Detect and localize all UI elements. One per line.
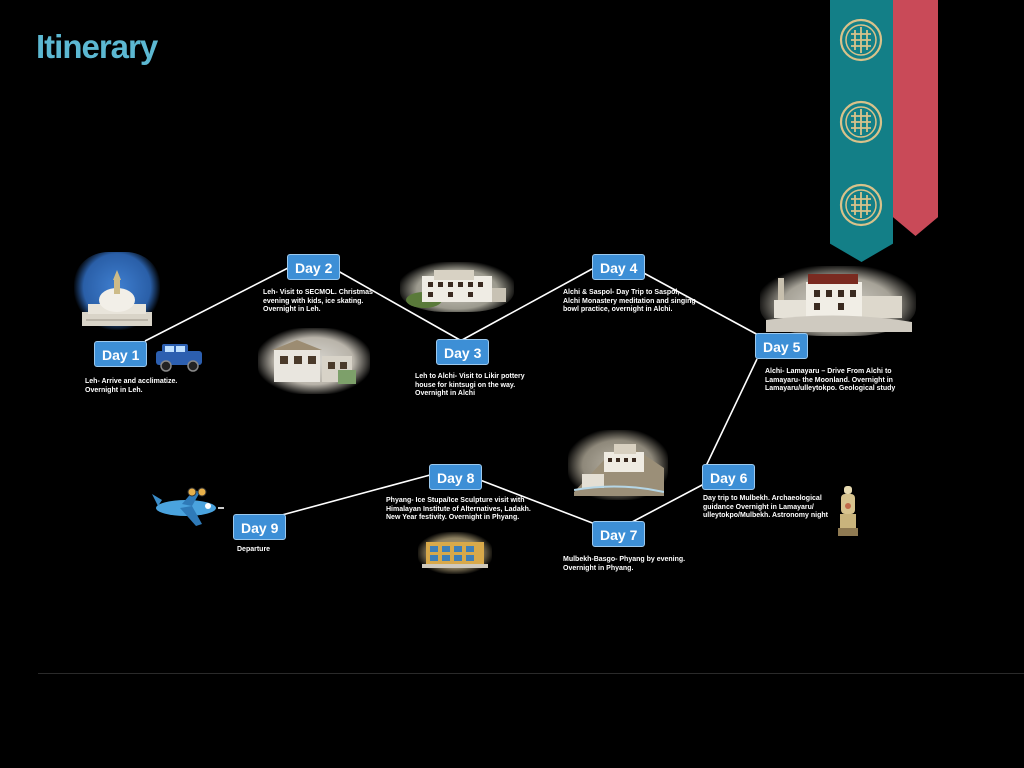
endless-knot-icon (839, 100, 883, 144)
endless-knot-icon (839, 183, 883, 227)
day-2-badge: Day 2 (287, 254, 341, 280)
secmol-building-illustration (272, 340, 356, 384)
day-6-badge: Day 6 (702, 464, 756, 490)
day-4-description: Alchi & Saspol- Day Trip to Saspol,Alchi… (563, 289, 696, 313)
maitreya-statue-illustration (838, 486, 858, 536)
route-line (281, 474, 431, 516)
day-7-description: Mulbekh-Basgo- Phyang by evening.Overnig… (563, 556, 686, 572)
route-line (461, 268, 593, 341)
day-9-description: Departure (237, 546, 271, 553)
route-line (639, 270, 761, 337)
day-8-description: Phyang- Ice Stupa/Ice Sculpture visit wi… (386, 497, 531, 521)
ribbon-banner-red (893, 0, 938, 236)
day-1-badge: Day 1 (94, 341, 148, 367)
day-8-badge: Day 8 (429, 464, 483, 490)
day-4-badge: Day 4 (592, 254, 646, 280)
day-9-badge: Day 9 (233, 514, 287, 540)
jeep-icon (156, 344, 202, 372)
day-5-badge: Day 5 (755, 333, 809, 359)
route-line (705, 358, 758, 467)
endless-knot-icon (839, 18, 883, 62)
day-7-badge: Day 7 (592, 521, 646, 547)
airplane-icon (152, 487, 224, 526)
lamayuru-monastery-illustration (766, 274, 912, 332)
route-line (337, 270, 461, 341)
route-line (144, 267, 289, 342)
himalayan-institute-illustration (422, 542, 488, 568)
basgo-monastery-illustration (574, 444, 664, 496)
page-title: Itinerary (36, 28, 158, 65)
day-1-description: Leh- Arrive and acclimatize.Overnight in… (85, 378, 178, 394)
divider (38, 673, 1024, 674)
route-line (479, 479, 596, 525)
route-line (631, 483, 705, 523)
likir-monastery-illustration (406, 270, 506, 308)
day-3-badge: Day 3 (436, 339, 490, 365)
stupa-illustration (82, 270, 152, 326)
